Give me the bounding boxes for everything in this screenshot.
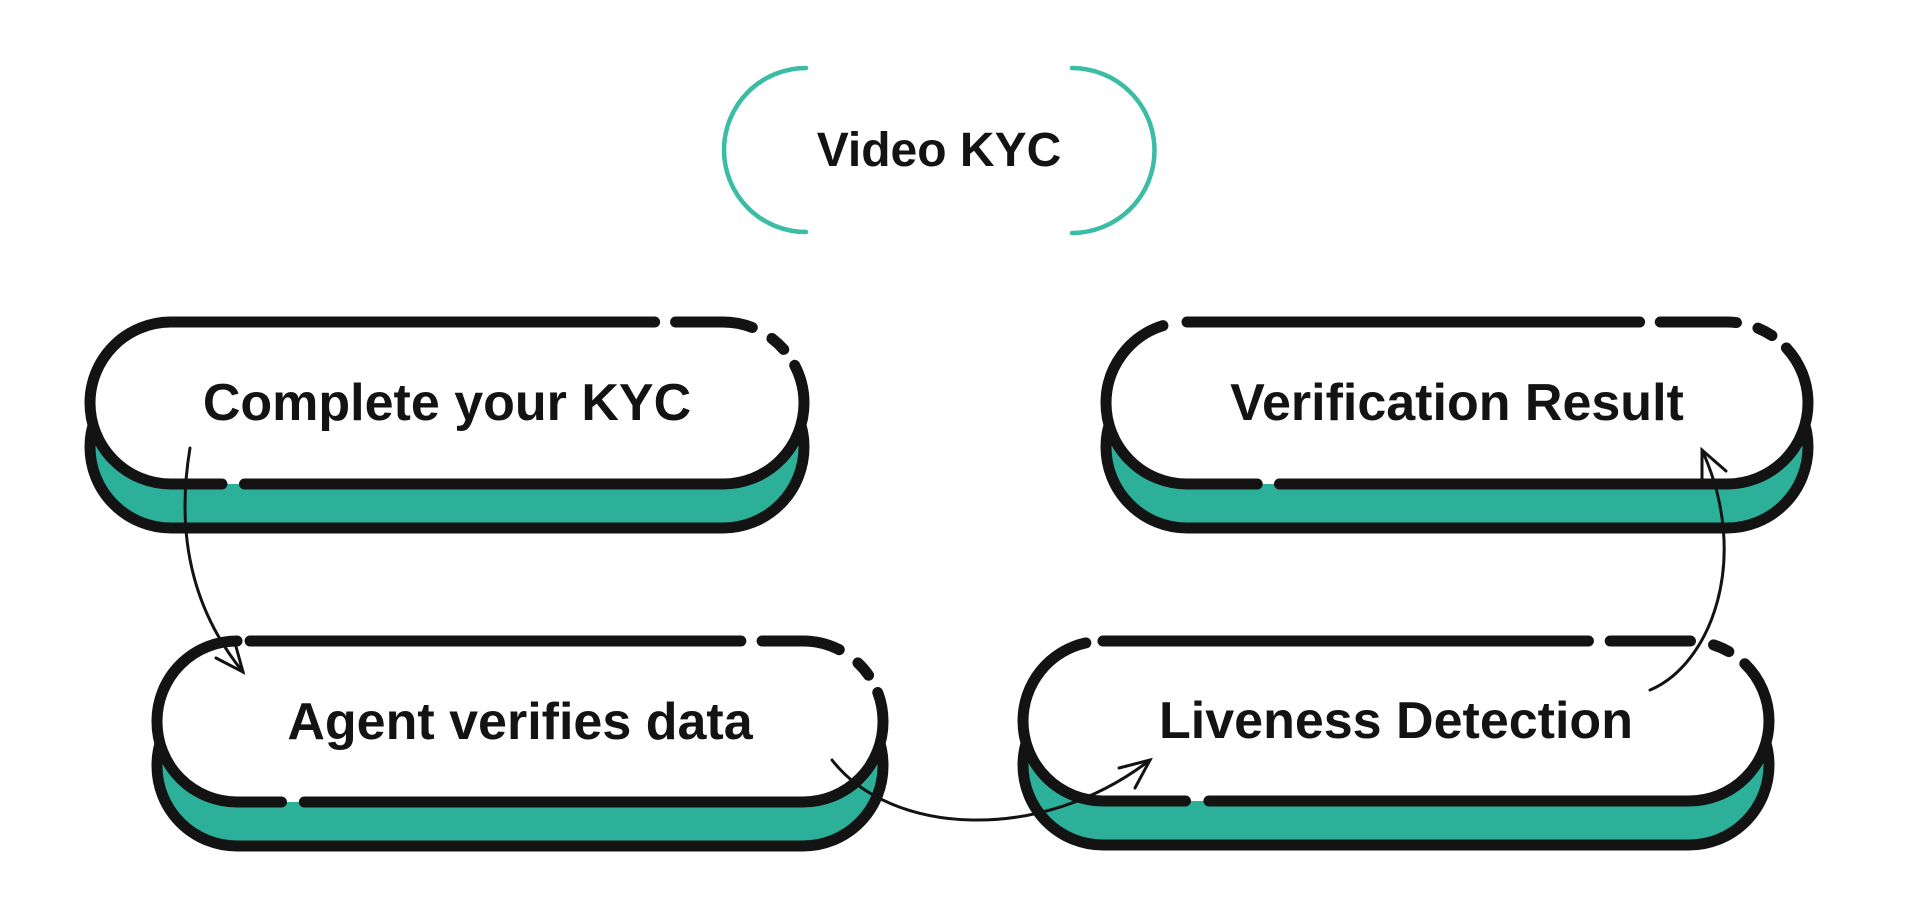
edge-agent-to-liveness-line <box>830 758 1152 822</box>
edge-complete-to-agent-arrowhead-icon <box>214 641 246 675</box>
node-complete-kyc-body <box>84 316 810 490</box>
node-verification-result <box>1100 316 1814 534</box>
node-liveness-detection-body <box>1017 635 1775 807</box>
edge-liveness-to-verification-arrowhead-icon <box>1700 446 1728 484</box>
title-arc-left-icon <box>721 65 809 235</box>
title-frame <box>721 65 1157 236</box>
title-arc-right-icon <box>1069 65 1157 236</box>
node-liveness-detection <box>1017 635 1775 851</box>
edge-complete-to-agent <box>183 446 246 675</box>
node-agent-verifies-data-body <box>151 635 889 808</box>
edge-liveness-to-verification <box>1648 446 1728 692</box>
edge-complete-to-agent-line <box>183 446 245 674</box>
node-agent-verifies-data <box>151 635 889 852</box>
node-verification-result-body <box>1100 316 1814 490</box>
node-complete-kyc <box>84 316 810 534</box>
edge-liveness-to-verification-line <box>1648 448 1726 692</box>
edge-agent-to-liveness <box>830 757 1153 822</box>
edge-agent-to-liveness-arrowhead-icon <box>1117 757 1153 790</box>
